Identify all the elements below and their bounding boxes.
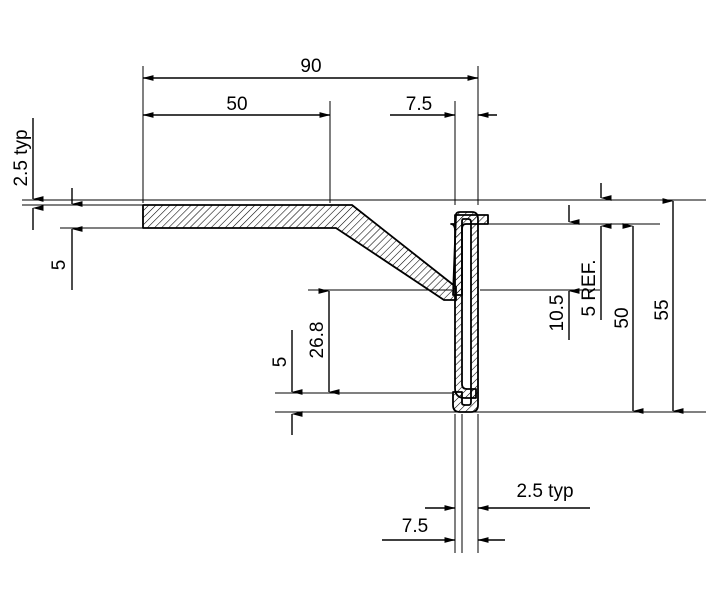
dim-label-overall-width: 90 [300, 56, 321, 77]
dim-label-overall-height: 55 [652, 299, 673, 320]
dim-label-flange-length: 50 [226, 94, 247, 115]
profile-section [142, 204, 489, 413]
extension-lines [22, 66, 706, 553]
dimension-texts: 90 50 7.5 2.5 typ 5 26.8 5 10.5 5 REF. 5… [11, 56, 673, 537]
profile-main-wall [452, 211, 479, 413]
dim-label-upper-offset: 7.5 [406, 94, 432, 115]
dim-label-inner-height: 50 [612, 307, 633, 328]
dim-label-lower-lip-drop: 5 [270, 357, 291, 368]
dim-label-web-height: 26.8 [307, 322, 328, 359]
dim-label-bottom-offset: 7.5 [402, 516, 428, 537]
dim-label-wall-thickness-left: 2.5 typ [11, 129, 32, 186]
dim-label-wall-thickness-bottom: 2.5 typ [516, 481, 573, 502]
profile-outline [142, 204, 457, 301]
dim-label-return-depth: 10.5 [547, 295, 568, 332]
dim-label-reference-depth: 5 REF. [579, 259, 600, 316]
dim-label-lip-drop-left: 5 [49, 260, 70, 271]
dimension-lines [32, 75, 684, 543]
